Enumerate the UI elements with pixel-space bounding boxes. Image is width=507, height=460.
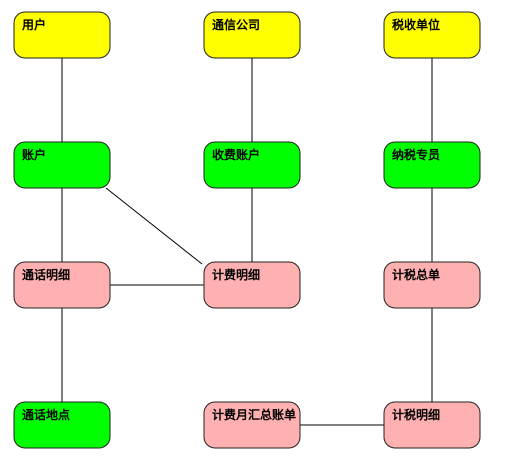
edge-zhanghu-jifeimingxi <box>105 187 203 265</box>
node-jishuizongdan[interactable]: 计税总单 <box>383 261 481 309</box>
node-label: 通话明细 <box>22 267 70 282</box>
node-box <box>13 261 111 309</box>
node-label: 计税总单 <box>392 267 440 282</box>
node-box <box>203 141 301 189</box>
node-tonghuadidian[interactable]: 通话地点 <box>13 401 111 449</box>
node-box <box>13 141 111 189</box>
node-jifeimingxi[interactable]: 计费明细 <box>203 261 301 309</box>
node-label: 收费账户 <box>212 147 260 162</box>
node-label: 纳税专员 <box>392 147 440 162</box>
node-box <box>383 11 481 59</box>
node-shoufei[interactable]: 收费账户 <box>203 141 301 189</box>
node-label: 用户 <box>21 17 46 32</box>
node-jishuimingxi[interactable]: 计税明细 <box>383 401 481 449</box>
node-label: 计费明细 <box>212 267 260 282</box>
node-label: 通话地点 <box>22 407 70 422</box>
node-tonghuamingxi[interactable]: 通话明细 <box>13 261 111 309</box>
edges-layer <box>61 58 433 426</box>
node-yonghu[interactable]: 用户 <box>13 11 111 59</box>
node-tongxin[interactable]: 通信公司 <box>203 11 301 59</box>
node-box <box>13 401 111 449</box>
node-box <box>203 261 301 309</box>
node-box <box>383 401 481 449</box>
node-label: 计费月汇总账单 <box>212 407 296 422</box>
node-jifeiyuehui[interactable]: 计费月汇总账单 <box>203 401 301 449</box>
node-box <box>203 401 301 449</box>
node-box <box>13 11 111 59</box>
node-label: 计税明细 <box>392 407 440 422</box>
node-box <box>383 141 481 189</box>
node-box <box>203 11 301 59</box>
node-box <box>383 261 481 309</box>
node-shuishou[interactable]: 税收单位 <box>383 11 481 59</box>
node-label: 通信公司 <box>212 17 260 32</box>
node-label: 账户 <box>22 147 46 162</box>
node-nashui[interactable]: 纳税专员 <box>383 141 481 189</box>
node-label: 税收单位 <box>392 17 440 32</box>
node-zhanghu[interactable]: 账户 <box>13 141 111 189</box>
